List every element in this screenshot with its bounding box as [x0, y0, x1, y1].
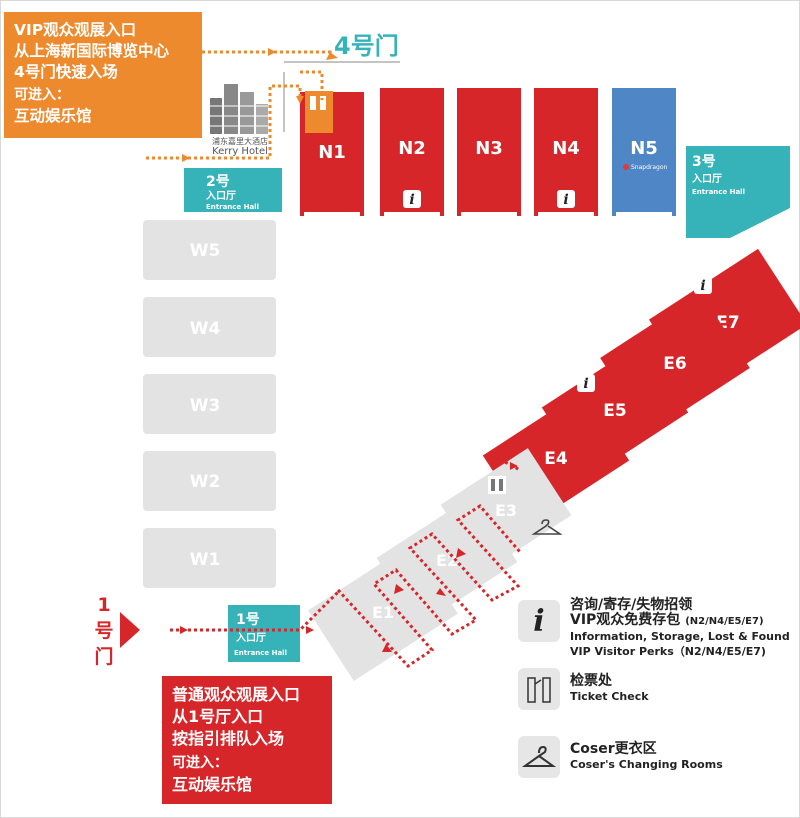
hall1-zh: 入口厅: [236, 632, 266, 644]
hotel-name-en: Kerry Hotel: [212, 146, 268, 157]
gate1-char: 号: [94, 620, 114, 642]
hall-label: N2: [398, 138, 426, 159]
hall2-num: 2号: [206, 174, 230, 190]
gen-line-5: 互动娱乐馆: [172, 775, 253, 794]
legend-ticket-zh: 检票处: [570, 673, 612, 689]
legend-coser-en: Coser's Changing Rooms: [570, 758, 723, 771]
arrow-right-icon: [120, 612, 140, 648]
hotel-building-icon: [210, 84, 268, 134]
hall3-zh: 入口厅: [692, 173, 722, 185]
legend-info-zh1: 咨询/寄存/失物招领: [570, 597, 693, 613]
entrance-hall-2[interactable]: 2号 入口厅 Entrance Hall: [184, 168, 282, 212]
hall-label: N1: [318, 142, 346, 163]
hall-label: W3: [190, 396, 221, 416]
gate1-char: 门: [94, 646, 114, 668]
hall2-en: Entrance Hall: [206, 203, 259, 211]
hall-n4[interactable]: N4: [534, 88, 598, 216]
hall-n5[interactable]: N5 Snapdragon: [612, 88, 676, 216]
general-entrance-notice: 普通观众观展入口 从1号厅入口 按指引排队入场 可进入： 互动娱乐馆: [162, 676, 332, 804]
info-icon[interactable]: i: [577, 374, 595, 392]
legend-info: i 咨询/寄存/失物招领 VIP观众免费存包 (N2/N4/E5/E7) Inf…: [518, 598, 796, 662]
gen-line-3: 按指引排队入场: [172, 729, 285, 748]
info-icon[interactable]: i: [403, 190, 421, 208]
legend-info-zh2-wrap: VIP观众免费存包 (N2/N4/E5/E7): [570, 613, 790, 629]
legend-coser-zh: Coser更衣区: [570, 741, 657, 757]
hall-label: N5: [630, 138, 658, 159]
hall1-num: 1号: [236, 612, 260, 628]
hanger-icon: [531, 519, 563, 535]
legend-coser: Coser更衣区 Coser's Changing Rooms: [518, 736, 796, 798]
vip-line-4: 可进入：: [14, 87, 70, 103]
entrance-hall-1[interactable]: 1号 入口厅 Entrance Hall: [228, 605, 300, 662]
gen-line-1: 普通观众观展入口: [172, 685, 301, 704]
hall1-en: Entrance Hall: [234, 649, 287, 657]
legend-info-zh2: VIP观众免费存包: [570, 612, 681, 628]
info-icon[interactable]: i: [557, 190, 575, 208]
vip-line-5: 互动娱乐馆: [14, 107, 92, 125]
hall3-num: 3号: [692, 154, 716, 170]
legend-info-en1: Information, Storage, Lost & Found: [570, 630, 790, 643]
ticket-gate-icon: [305, 91, 333, 133]
north-halls: N1 N2 N3 N4 N5 Snapdragon: [300, 88, 676, 216]
hall-w2[interactable]: W2: [143, 451, 276, 511]
svg-text:i: i: [583, 376, 588, 392]
legend-info-text: 咨询/寄存/失物招领 VIP观众免费存包 (N2/N4/E5/E7) Infor…: [570, 598, 790, 659]
hall-label: W1: [190, 550, 221, 570]
hall-label: W5: [190, 241, 221, 261]
west-halls: W5 W4 W3 W2 W1: [143, 220, 276, 588]
east-halls: E7 E6 E5 E4 E3 E2 E1: [308, 248, 800, 681]
vip-line-3: 4号门快速入场: [14, 63, 118, 81]
hotel-name-zh: 浦东嘉里大酒店: [212, 136, 268, 146]
ticket-gate-icon: [488, 476, 506, 494]
info-icon[interactable]: i: [694, 276, 712, 294]
hall-w3[interactable]: W3: [143, 374, 276, 434]
gate-1-label: 1 号 门: [92, 592, 116, 670]
hall-w4[interactable]: W4: [143, 297, 276, 357]
hall-label: E6: [663, 354, 686, 374]
svg-text:i: i: [563, 192, 568, 208]
entrance-hall-3[interactable]: 3号 入口厅 Entrance Hall: [686, 146, 790, 238]
gen-line-4: 可进入：: [172, 755, 228, 771]
legend-info-en2: VIP Visitor Perks（N2/N4/E5/E7): [570, 645, 766, 658]
gen-line-2: 从1号厅入口: [172, 707, 264, 726]
vip-route-arrows: [182, 48, 338, 162]
legend-ticket-en: Ticket Check: [570, 690, 649, 703]
hall-label: W4: [190, 319, 221, 339]
hall-e1[interactable]: E1: [308, 543, 458, 681]
vip-entrance-notice: VIP观众观展入口 从上海新国际博览中心 4号门快速入场 可进入： 互动娱乐馆: [4, 12, 202, 138]
legend-ticket-text: 检票处 Ticket Check: [570, 674, 649, 704]
hall-label: N4: [552, 138, 580, 159]
hall-label: N3: [475, 138, 503, 159]
hall-label: E5: [603, 401, 626, 421]
hall3-en: Entrance Hall: [692, 188, 745, 196]
legend-info-zh2-note: (N2/N4/E5/E7): [685, 616, 764, 627]
vip-line-2: 从上海新国际博览中心: [14, 42, 170, 60]
snapdragon-logo-icon: [623, 164, 629, 170]
map-legend: i 咨询/寄存/失物招领 VIP观众免费存包 (N2/N4/E5/E7) Inf…: [518, 598, 796, 804]
n5-sponsor: Snapdragon: [631, 164, 668, 171]
info-icon: i: [518, 600, 560, 642]
hall-n2[interactable]: N2: [380, 88, 444, 216]
hanger-icon: [518, 736, 560, 778]
hall-label: W2: [190, 472, 221, 492]
legend-coser-text: Coser更衣区 Coser's Changing Rooms: [570, 742, 723, 772]
vip-line-1: VIP观众观展入口: [14, 21, 137, 39]
legend-ticket: 检票处 Ticket Check: [518, 668, 796, 730]
hall-label: E1: [372, 603, 394, 622]
hall-n3[interactable]: N3: [457, 88, 521, 216]
hall-label: E3: [495, 501, 517, 520]
hall-w1[interactable]: W1: [143, 528, 276, 588]
svg-text:i: i: [700, 278, 705, 294]
general-route-arrows: [180, 462, 518, 652]
hall-w5[interactable]: W5: [143, 220, 276, 280]
ticket-gate-icon: [518, 668, 560, 710]
gate-4-label: 4号门: [334, 32, 399, 60]
gate1-char: 1: [97, 594, 111, 616]
hall2-zh: 入口厅: [206, 190, 236, 202]
svg-text:i: i: [409, 192, 414, 208]
hall-label: E4: [544, 449, 568, 469]
